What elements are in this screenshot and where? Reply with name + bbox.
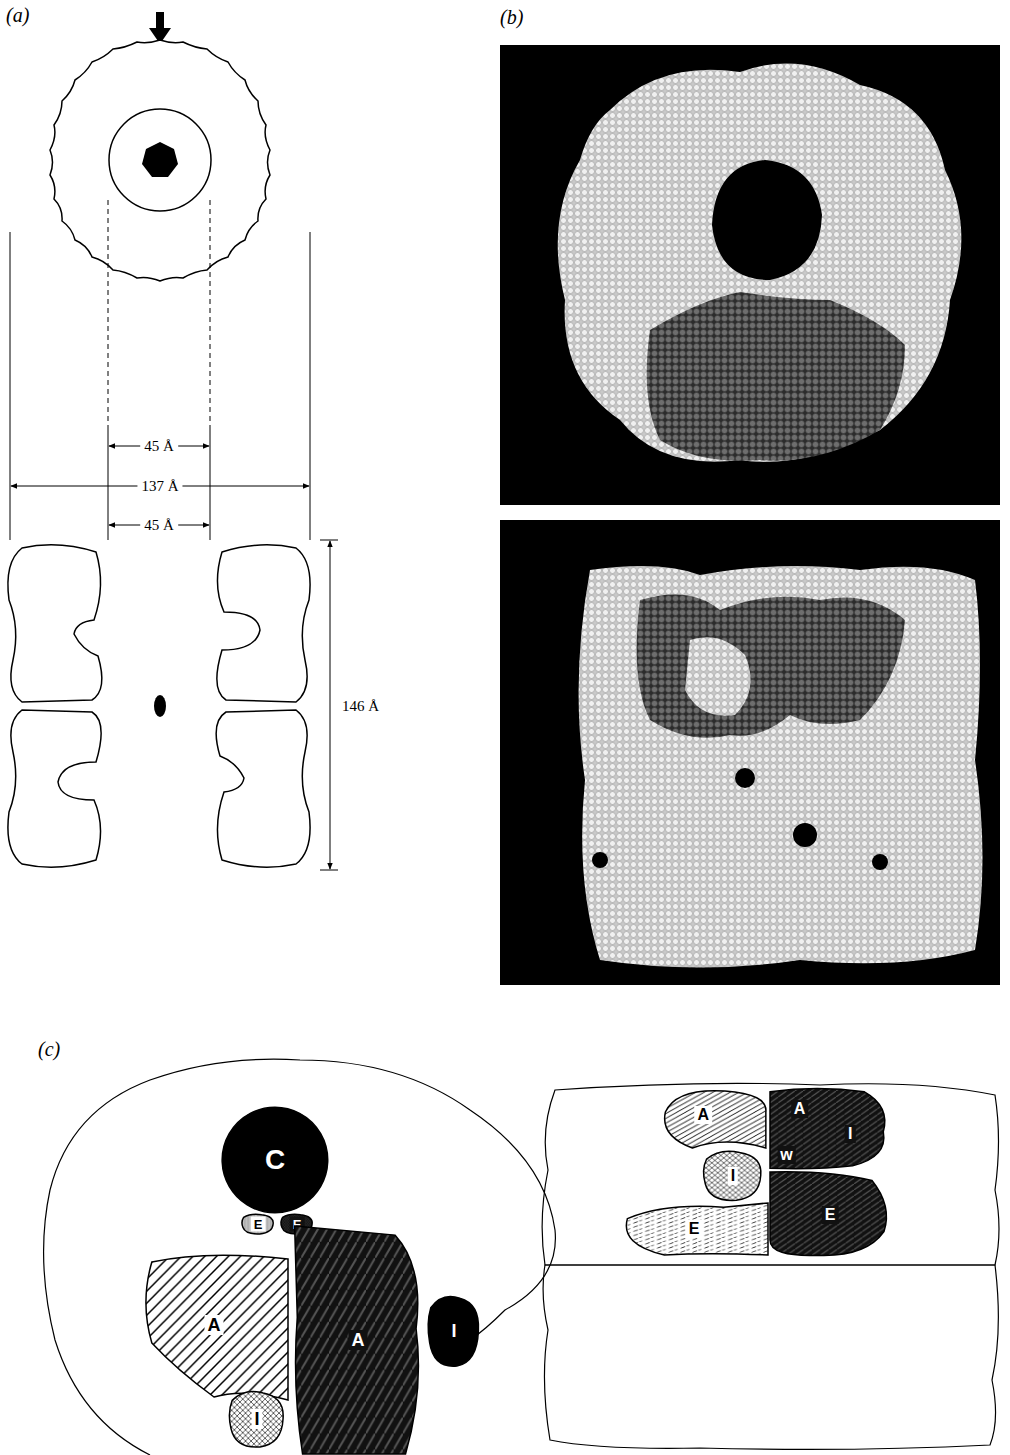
dimension-label: 137 Å xyxy=(137,478,182,495)
subunit-domain: A xyxy=(140,1250,288,1400)
dimension-label: 45 Å xyxy=(140,438,178,455)
domain-letter: I xyxy=(845,1125,855,1143)
twofold-symbol xyxy=(154,695,166,717)
domain-outline xyxy=(626,1203,768,1255)
subunit-domain xyxy=(685,637,751,716)
side-opening xyxy=(793,823,817,847)
image-ground xyxy=(500,520,1000,985)
domain-outline xyxy=(665,1091,766,1148)
domain-outline xyxy=(242,1214,273,1234)
side-opening xyxy=(872,854,888,870)
domain-letter: A xyxy=(205,1315,224,1335)
highlighted-subunit xyxy=(637,594,905,737)
domain-letter: A xyxy=(349,1330,368,1350)
subunit-domain: I xyxy=(700,1148,766,1203)
side-view-outline xyxy=(542,1083,999,1265)
subunit-domain: I xyxy=(425,1292,483,1370)
subunit-domain: I xyxy=(226,1388,288,1450)
domain-outline xyxy=(146,1255,288,1400)
dimension-label: 45 Å xyxy=(140,517,178,534)
extent-line xyxy=(310,232,311,540)
sevenfold-symbol xyxy=(142,142,178,177)
side-opening xyxy=(592,852,608,868)
domain-letter: E xyxy=(822,1206,839,1224)
channel-line xyxy=(210,200,211,430)
ring-top-view xyxy=(558,64,962,462)
subunit-outline xyxy=(217,545,310,702)
extent-line xyxy=(10,232,11,540)
dimension-label: 146 Å xyxy=(340,698,381,715)
subunit-outline xyxy=(8,710,101,867)
top-view-outline xyxy=(50,40,270,281)
channel-line xyxy=(108,200,109,430)
domain-letter: A xyxy=(694,1106,712,1124)
domain-letter: C xyxy=(262,1145,288,1175)
domain-letter: A xyxy=(791,1100,809,1118)
subunit-domain: E xyxy=(620,1203,768,1255)
panel-label: (c) xyxy=(38,1038,60,1060)
domain-letter: E xyxy=(686,1220,703,1238)
subunit-domain: E xyxy=(240,1213,276,1235)
subunit-outline xyxy=(216,710,310,867)
subunit-outline xyxy=(8,545,102,702)
domain-letter: w xyxy=(777,1146,795,1164)
domain-letter: E xyxy=(251,1217,266,1232)
domain-outline xyxy=(295,1226,419,1454)
domain-outline xyxy=(222,1107,328,1213)
domain-outline xyxy=(770,1088,885,1168)
direction-arrow xyxy=(149,12,171,44)
subunit-domain: A Iw xyxy=(770,1085,888,1170)
domain-letter: I xyxy=(728,1167,738,1185)
panel-label: (a) xyxy=(6,4,29,26)
extent-line xyxy=(320,540,338,541)
domain-shape xyxy=(660,1088,768,1148)
subunit-domain: A xyxy=(660,1088,768,1148)
subunit-domain: A xyxy=(292,1226,424,1454)
panel-label: (b) xyxy=(500,6,523,28)
dimension-arrow xyxy=(330,541,331,869)
channel-line xyxy=(108,430,109,540)
side-view-outline xyxy=(543,1265,998,1449)
top-view-outline xyxy=(44,1059,556,1455)
domain-outline xyxy=(770,1172,886,1256)
subunit-domain: C xyxy=(220,1105,330,1215)
domain-outline xyxy=(704,1151,761,1200)
highlighted-subunit xyxy=(647,292,905,461)
domain-letter: I xyxy=(251,1409,262,1429)
side-view-block xyxy=(579,566,983,968)
subunit-domain: E xyxy=(770,1172,890,1257)
side-opening xyxy=(735,768,755,788)
image-ground xyxy=(500,45,1000,505)
domain-letter: I xyxy=(448,1321,459,1341)
domain-outline xyxy=(229,1392,283,1448)
channel-line xyxy=(210,430,211,540)
domain-outline xyxy=(428,1296,478,1366)
central-channel xyxy=(109,109,211,211)
extent-line xyxy=(320,870,338,871)
